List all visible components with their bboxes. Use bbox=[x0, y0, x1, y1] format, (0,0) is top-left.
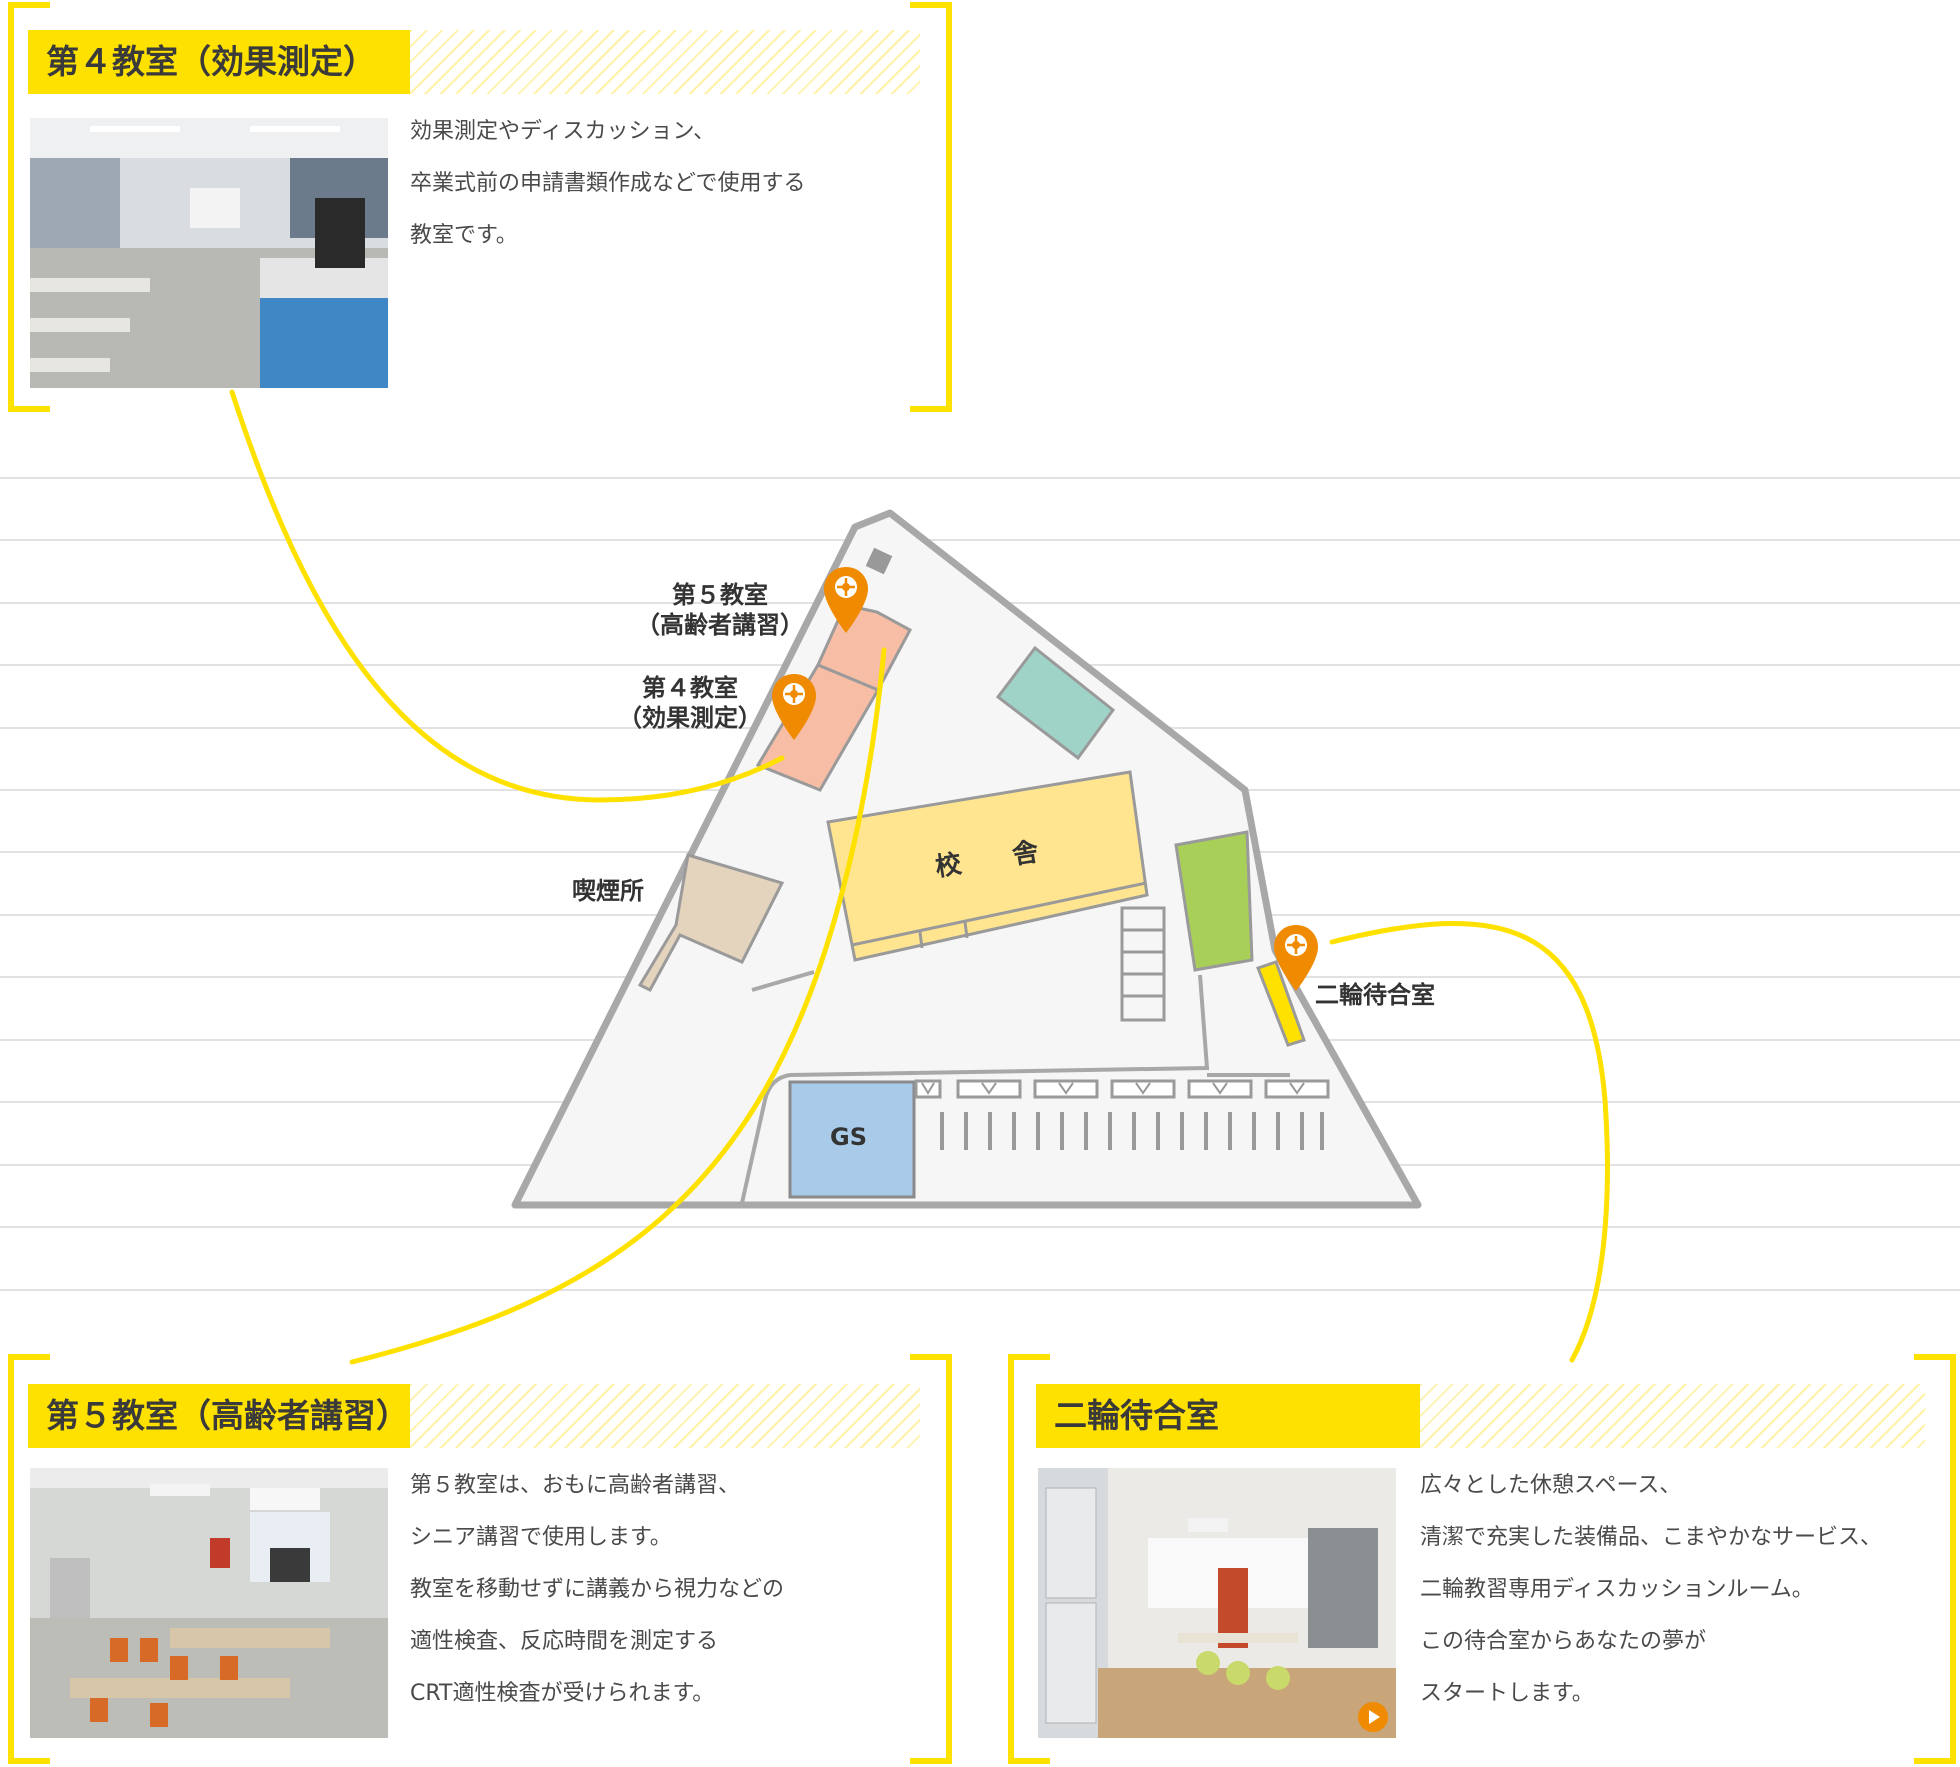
room5-photo bbox=[30, 1468, 388, 1738]
main-building-shape bbox=[826, 770, 1149, 962]
panel-room4-desc: 効果測定やディスカッション、 卒業式前の申請書類作成などで使用する 教室です。 bbox=[410, 119, 806, 248]
panel-room4 bbox=[8, 2, 952, 412]
map-label-room4: 第４教室 （効果測定） bbox=[618, 674, 762, 732]
room4-shape bbox=[755, 663, 881, 792]
map-label-room5: 第５教室 （高齢者講習） bbox=[636, 581, 804, 639]
room5-shape bbox=[815, 603, 913, 692]
bike-waiting-shape bbox=[1256, 960, 1306, 1047]
pin-room4-icon[interactable] bbox=[770, 672, 818, 742]
panel-bike bbox=[1008, 1354, 1956, 1764]
pin-bike-waiting-icon[interactable] bbox=[1272, 923, 1320, 993]
panel-bike-title: 二輪待合室 bbox=[1036, 1384, 1420, 1448]
pin-room5-icon[interactable] bbox=[822, 565, 870, 635]
connector-room4 bbox=[229, 389, 785, 803]
gs-shape bbox=[788, 1080, 916, 1199]
stairs bbox=[1120, 906, 1166, 1022]
bracket-left bbox=[1008, 1354, 1050, 1764]
bracket-left bbox=[8, 2, 50, 412]
connector-room5 bbox=[349, 647, 887, 1365]
bracket-right bbox=[1914, 1354, 1956, 1764]
panel-room5-title: 第５教室（高齢者講習） bbox=[28, 1384, 410, 1448]
bracket-right bbox=[910, 2, 952, 412]
panel-room4-hatch bbox=[410, 30, 920, 94]
bracket-left bbox=[8, 1354, 50, 1764]
small-structure bbox=[865, 547, 893, 575]
panel-room5 bbox=[8, 1354, 952, 1764]
parking-spaces bbox=[914, 1079, 1330, 1099]
teal-building bbox=[995, 645, 1116, 761]
bike-waiting-photo bbox=[1038, 1468, 1396, 1738]
panel-room4-title: 第４教室（効果測定） bbox=[28, 30, 410, 94]
map-label-smoking: 喫煙所 bbox=[572, 877, 644, 905]
panel-bike-hatch bbox=[1420, 1384, 1925, 1448]
bracket-right bbox=[910, 1354, 952, 1764]
green-building bbox=[1174, 830, 1254, 972]
map-label-gs: GS bbox=[830, 1123, 867, 1151]
room4-photo bbox=[30, 118, 388, 388]
panel-bike-desc: 広々とした休憩スペース、 清潔で充実した装備品、こまやかなサービス、 二輪教習専… bbox=[1420, 1473, 1883, 1706]
map-label-bike-waiting: 二輪待合室 bbox=[1315, 981, 1435, 1009]
smoking-area-shape bbox=[637, 853, 785, 992]
panel-room5-hatch bbox=[410, 1384, 920, 1448]
play-icon[interactable] bbox=[1358, 1702, 1388, 1732]
connector-bike bbox=[1329, 920, 1610, 1363]
panel-room5-desc: 第５教室は、おもに高齢者講習、 シニア講習で使用します。 教室を移動せずに講義か… bbox=[410, 1473, 785, 1706]
